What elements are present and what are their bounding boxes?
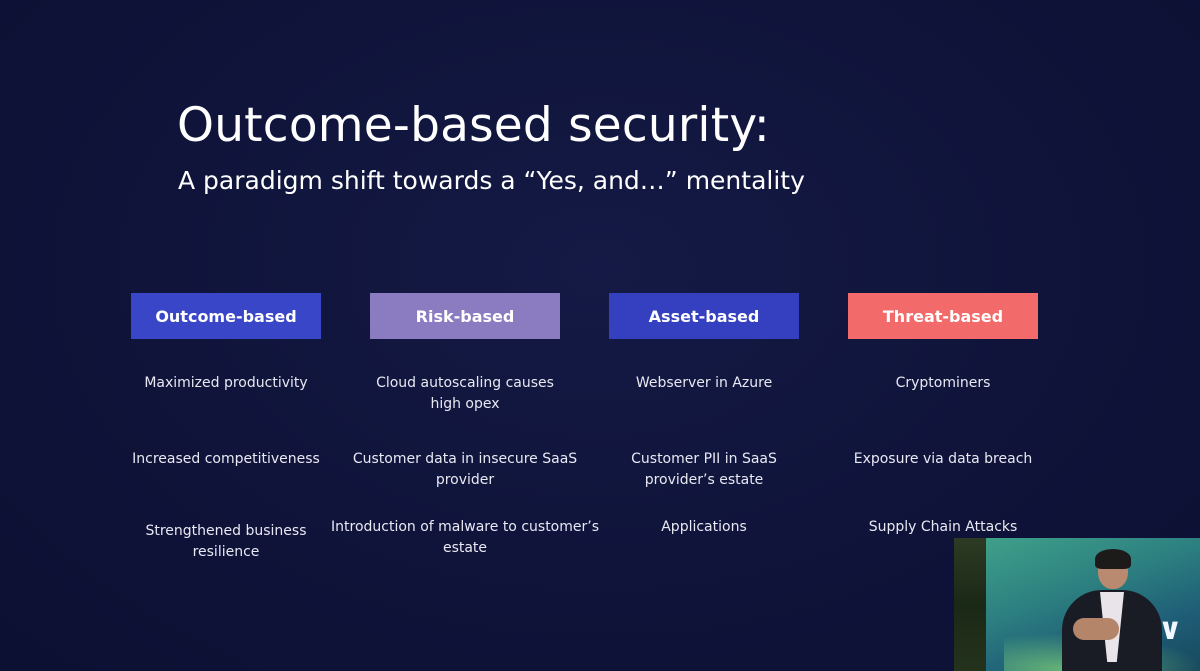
slide-subtitle: A paradigm shift towards a “Yes, and…” m…	[178, 166, 805, 195]
list-item: Cloud autoscaling causes high opex	[376, 375, 554, 412]
list-item: Strengthened business resilience	[145, 523, 307, 560]
list-item: Cryptominers	[895, 375, 991, 391]
list-item: Maximized productivity	[144, 375, 308, 391]
column-threat-based: Threat-based Cryptominers Exposure via d…	[843, 293, 1043, 535]
brand-logo-icon: ∨	[1158, 612, 1183, 647]
list-item: Customer data in insecure SaaS provider	[352, 451, 578, 488]
column-asset-based: Asset-based Webserver in Azure Customer …	[604, 293, 804, 535]
speaker-hands	[1073, 618, 1119, 640]
column-outcome-based: Outcome-based Maximized productivity Inc…	[126, 293, 326, 560]
list-item: Customer PII in SaaS provider’s estate	[631, 451, 777, 488]
list-item: Supply Chain Attacks	[868, 519, 1018, 535]
column-header: Threat-based	[848, 293, 1038, 339]
speaker-hair	[1095, 549, 1131, 569]
slide-title: Outcome-based security:	[177, 98, 770, 153]
list-item: Webserver in Azure	[635, 375, 773, 391]
column-header: Asset-based	[609, 293, 799, 339]
column-header: Outcome-based	[131, 293, 321, 339]
column-header: Risk-based	[370, 293, 560, 339]
list-item: Introduction of malware to customer’s es…	[331, 519, 599, 556]
list-item: Exposure via data breach	[853, 451, 1033, 467]
column-risk-based: Risk-based Cloud autoscaling causes high…	[331, 293, 599, 556]
list-item: Increased competitiveness	[132, 451, 320, 467]
list-item: Applications	[661, 519, 747, 535]
plant-decoration	[954, 538, 986, 671]
